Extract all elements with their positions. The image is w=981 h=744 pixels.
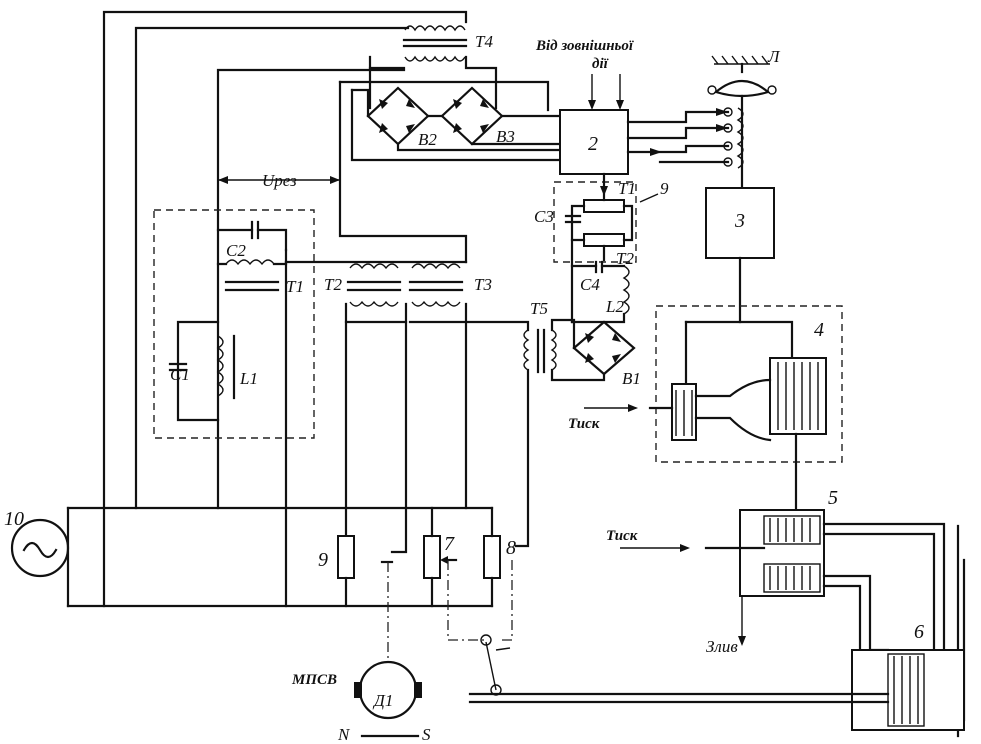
block-6 bbox=[468, 649, 965, 731]
block-3 bbox=[705, 187, 775, 259]
label-t2: T2 bbox=[324, 275, 342, 294]
label-block-6: 6 bbox=[914, 621, 924, 643]
label-block-2: 2 bbox=[588, 133, 598, 155]
block-9-frame bbox=[553, 181, 637, 263]
rectifier-bridge-b3 bbox=[440, 86, 504, 146]
label-l2: L2 bbox=[605, 297, 624, 316]
motor-label: МПСВ bbox=[291, 672, 337, 688]
external-influence-label: Від зовнішньої bbox=[535, 38, 634, 54]
label-lever: Л bbox=[767, 47, 781, 66]
transformer-t4 bbox=[402, 25, 468, 62]
block-5 bbox=[739, 509, 825, 597]
transformer-t3 bbox=[408, 263, 464, 307]
transformer-t2 bbox=[346, 263, 402, 307]
label-c2: C2 bbox=[226, 241, 246, 260]
block-4-frame bbox=[655, 305, 843, 463]
label-b2: B2 bbox=[418, 130, 437, 149]
drain-label: Злив bbox=[706, 637, 738, 656]
resistor-7 bbox=[423, 535, 441, 579]
label-t3: T3 bbox=[474, 275, 492, 294]
external-influence-label-2: дії bbox=[592, 56, 609, 72]
label-10: 10 bbox=[4, 508, 24, 530]
label-block-9: 9 bbox=[660, 179, 669, 198]
label-res-7: 7 bbox=[444, 533, 455, 555]
label-block-4: 4 bbox=[814, 319, 824, 341]
lever-l bbox=[707, 55, 777, 188]
label-res-8: 8 bbox=[506, 537, 516, 559]
label-l1: L1 bbox=[239, 369, 258, 388]
label-c1: C1 bbox=[170, 365, 190, 384]
label-tr1: T1 bbox=[618, 179, 636, 198]
u-res-label: Uрез bbox=[262, 171, 297, 190]
transformer-t5 bbox=[523, 328, 557, 374]
label-c3: C3 bbox=[534, 207, 554, 226]
label-res-9: 9 bbox=[318, 549, 328, 571]
label-c4: C4 bbox=[580, 275, 600, 294]
label-tr2: T2 bbox=[616, 249, 634, 268]
pressure-label-top: Тиск bbox=[568, 416, 600, 432]
label-b3: B3 bbox=[496, 127, 515, 146]
label-block-5: 5 bbox=[828, 487, 838, 509]
wire-to-t4 bbox=[102, 10, 468, 608]
pressure-label-bottom: Тиск bbox=[606, 528, 638, 544]
resistor-8 bbox=[483, 535, 501, 579]
label-t4: T4 bbox=[475, 32, 493, 51]
rectifier-bridge-b1 bbox=[572, 320, 636, 376]
pole-n-label: N bbox=[337, 725, 351, 744]
motor-mpsv bbox=[354, 660, 422, 738]
motor-winding-label: Д1 bbox=[372, 691, 393, 710]
pole-s-label: S bbox=[422, 725, 431, 744]
label-t5: T5 bbox=[530, 299, 548, 318]
label-block-3: 3 bbox=[734, 210, 745, 232]
resistor-9 bbox=[337, 535, 355, 579]
label-t1: T1 bbox=[286, 277, 304, 296]
block-2 bbox=[559, 109, 629, 175]
label-b1: B1 bbox=[622, 369, 641, 388]
filter-frame bbox=[153, 209, 315, 439]
